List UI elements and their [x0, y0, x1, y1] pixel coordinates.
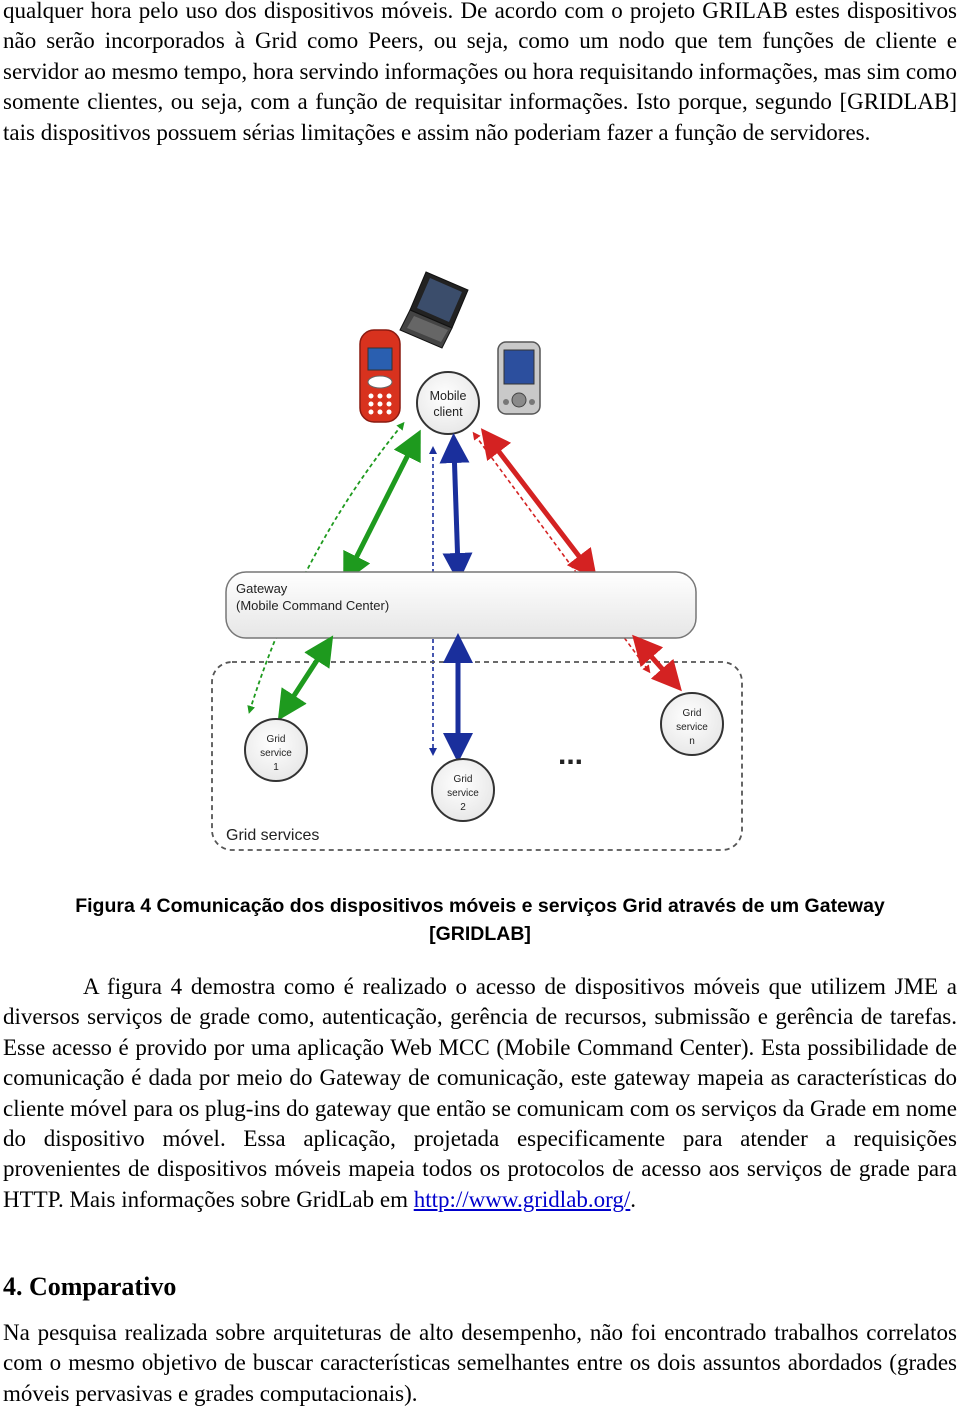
- gateway-diagram-figure: Mobile client Gateway (Mobile Command Ce…: [211, 271, 743, 851]
- grid-service-n-label-line2: service: [676, 722, 708, 733]
- blue-arrow-client-gateway: [439, 433, 473, 583]
- red-arrow-client-gateway: [480, 428, 598, 580]
- body-paragraph-text: A figura 4 demostra como é realizado o a…: [3, 974, 957, 1212]
- red-arrow-gateway-servicen: [632, 634, 682, 692]
- grid-service-1-label-line3: 1: [273, 762, 279, 773]
- grid-service-n-label-line3: n: [689, 736, 695, 747]
- grid-service-2-label-line2: service: [447, 788, 479, 799]
- grid-service-2-label-line3: 2: [460, 802, 466, 813]
- green-arrow-client-gateway: [343, 429, 421, 584]
- gridlab-link[interactable]: http://www.gridlab.org/: [413, 1186, 631, 1212]
- gateway-box: Gateway (Mobile Command Center): [225, 571, 697, 639]
- mobile-client-node: Mobile client: [416, 371, 480, 435]
- pda-icon: [497, 341, 541, 415]
- gateway-label-line2: (Mobile Command Center): [236, 598, 389, 613]
- dashed-green-link: [247, 421, 405, 714]
- grid-service-1-label-line1: Grid: [267, 734, 286, 745]
- mobile-client-label-line2: client: [433, 405, 463, 419]
- grid-service-2-node: Grid service 2: [431, 758, 495, 822]
- body-paragraph-end: .: [630, 1186, 637, 1212]
- grid-services-label: Grid services: [226, 827, 319, 844]
- more-services-ellipsis: ...: [558, 738, 583, 771]
- mobile-client-label-line1: Mobile: [430, 389, 467, 403]
- body-paragraph: A figura 4 demostra como é realizado o a…: [3, 972, 957, 1215]
- section-heading: 4. Comparativo: [3, 1272, 177, 1301]
- grid-service-2-label-line1: Grid: [454, 774, 473, 785]
- laptop-icon: [399, 271, 469, 349]
- grid-service-n-node: Grid service n: [660, 692, 724, 756]
- grid-service-1-node: Grid service 1: [244, 718, 308, 782]
- top-paragraph: qualquer hora pelo uso dos dispositivos …: [3, 0, 957, 145]
- gateway-label-line1: Gateway: [236, 581, 288, 596]
- mobile-phone-icon: [359, 329, 401, 423]
- green-arrow-gateway-service1: [277, 635, 334, 721]
- grid-service-n-label-line1: Grid: [683, 708, 702, 719]
- grid-service-1-label-line2: service: [260, 748, 292, 759]
- figure-caption: Figura 4 Comunicação dos dispositivos mó…: [75, 895, 885, 945]
- final-paragraph: Na pesquisa realizada sobre arquiteturas…: [3, 1320, 957, 1406]
- grid-services-container: [211, 661, 743, 851]
